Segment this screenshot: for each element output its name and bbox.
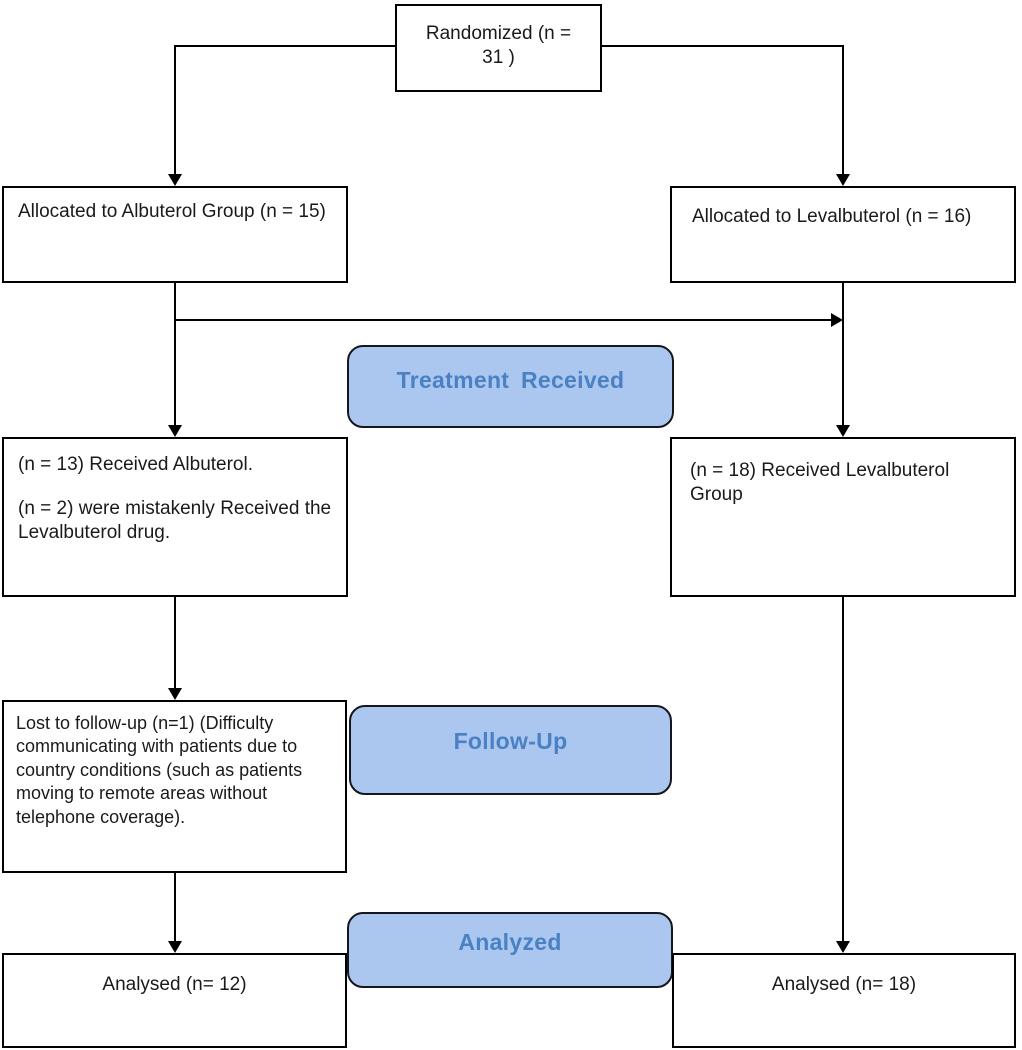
randomized-label-line1: Randomized (n =	[425, 23, 572, 44]
connector-crossover-horizontal	[175, 319, 831, 321]
connector-receivedleft-to-lost	[174, 597, 176, 688]
lost-to-followup-box: Lost to follow-up (n=1) (Difficulty comm…	[2, 700, 347, 873]
connector-allocleft-to-received	[174, 283, 176, 425]
received-albuterol-line1: (n = 13) Received Albuterol.	[18, 454, 253, 475]
analysed-albuterol-box: Analysed (n= 12)	[2, 953, 347, 1048]
allocated-levalbuterol-box: Allocated to Levalbuterol (n = 16)	[670, 186, 1016, 283]
connector-down-right-top	[842, 45, 844, 175]
arrowhead-down-icon	[168, 688, 182, 700]
received-levalbuterol-label: (n = 18) Received Levalbuterol Group	[690, 460, 950, 505]
arrowhead-down-icon	[168, 941, 182, 953]
allocated-albuterol-box: Allocated to Albuterol Group (n = 15)	[2, 186, 348, 283]
analysed-levalbuterol-label: Analysed (n= 18)	[771, 974, 917, 995]
arrowhead-down-icon	[168, 174, 182, 186]
allocated-levalbuterol-label: Allocated to Levalbuterol (n = 16)	[692, 206, 972, 227]
stage-treatment-received: Treatment Received	[347, 345, 674, 428]
connector-receivedright-to-analysed	[842, 597, 844, 941]
arrowhead-right-icon	[831, 313, 843, 327]
arrowhead-down-icon	[836, 174, 850, 186]
stage-follow-up-label: Follow-Up	[453, 728, 568, 754]
analysed-levalbuterol-box: Analysed (n= 18)	[672, 953, 1016, 1048]
randomized-box: Randomized (n = 31 )	[395, 4, 602, 92]
lost-to-followup-label: Lost to follow-up (n=1) (Difficulty comm…	[16, 713, 303, 827]
stage-treatment-received-label: Treatment Received	[396, 367, 625, 393]
received-albuterol-line2: (n = 2) were mistakenly Received the Lev…	[18, 497, 332, 543]
connector-lost-to-analysed	[174, 873, 176, 941]
connector-randomized-to-left	[175, 45, 395, 47]
stage-analyzed-label: Analyzed	[458, 929, 562, 955]
arrowhead-down-icon	[836, 425, 850, 437]
connector-down-left-top	[174, 45, 176, 175]
analysed-albuterol-label: Analysed (n= 12)	[102, 974, 247, 995]
received-levalbuterol-box: (n = 18) Received Levalbuterol Group	[670, 437, 1016, 597]
received-albuterol-box: (n = 13) Received Albuterol. (n = 2) wer…	[2, 437, 348, 597]
stage-analyzed: Analyzed	[347, 912, 673, 988]
connector-randomized-to-right	[602, 45, 843, 47]
connector-allocright-to-received	[842, 283, 844, 425]
randomized-label-line2: 31 )	[482, 46, 515, 68]
allocated-albuterol-label: Allocated to Albuterol Group (n = 15)	[18, 201, 326, 222]
stage-follow-up: Follow-Up	[349, 705, 672, 795]
arrowhead-down-icon	[168, 425, 182, 437]
arrowhead-down-icon	[836, 941, 850, 953]
